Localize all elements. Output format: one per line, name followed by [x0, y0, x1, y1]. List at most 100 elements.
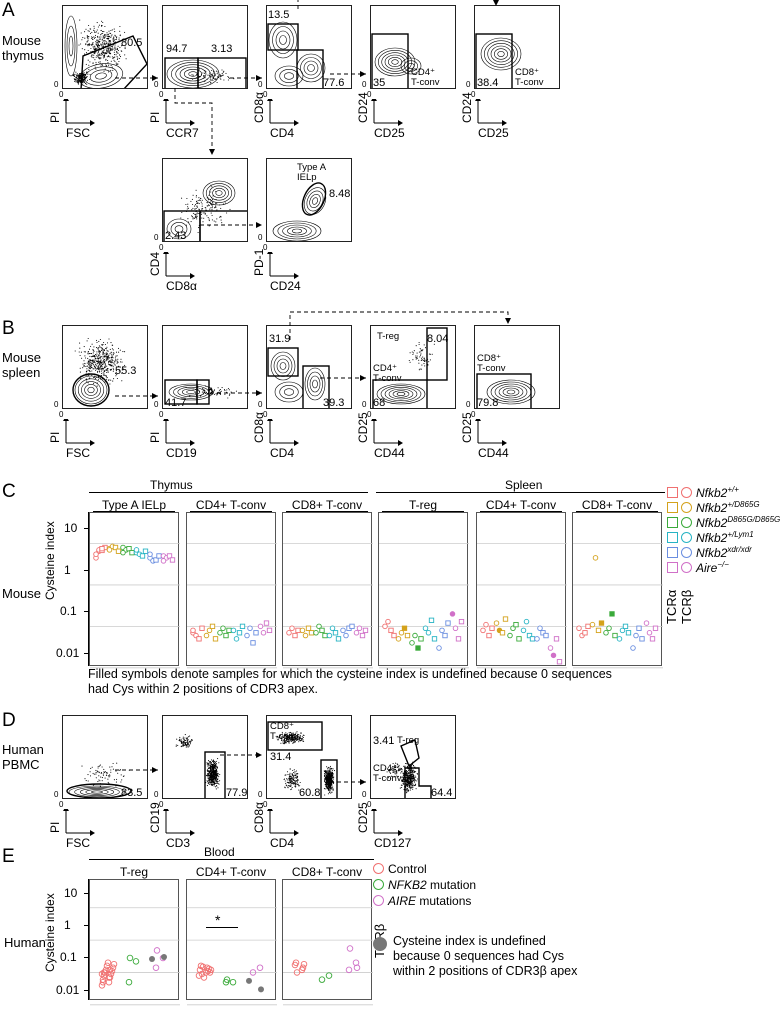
d-p4-label-2-line-2: T-conv: [373, 773, 402, 784]
d-plot-4-x-zero: 0: [367, 800, 372, 809]
c-ytick-0: 10: [64, 521, 78, 536]
c-legend-genotype-2: D865G/D865G: [727, 515, 781, 524]
tissue-spleen: Spleen: [505, 478, 543, 492]
c-point-0-3-1-0: [139, 553, 146, 559]
c-point-0-4-1-0: [153, 557, 159, 563]
a-plot-6-xlabel: CD8α: [166, 279, 197, 293]
c-point-1-2-1-1: [226, 627, 232, 634]
c-point-1-4-1-1: [253, 630, 259, 636]
a-plot-5-y-zero: 0: [466, 80, 471, 89]
e-significance-bar: [206, 927, 238, 928]
c-legend-gene-5: Aire: [696, 561, 718, 575]
c-point-3-5-0-1: [452, 625, 459, 632]
e-point-0-0-5: [107, 970, 115, 978]
c-point-3-4-0-0: [436, 645, 442, 651]
e-point-1-0-6: [198, 970, 206, 978]
d-p1-gate-value: 83.5: [121, 787, 143, 799]
c-point-1-2-0-0: [217, 630, 223, 636]
d-plot-2: 77.9: [162, 715, 248, 799]
c-point-2-3-0-1: [329, 625, 336, 632]
c-point-5-0-1-1: [585, 623, 591, 630]
d-plot-2-axes: [162, 806, 222, 849]
c-note: Filled symbols denote samples for which …: [88, 667, 612, 697]
c-point-4-4-0-1: [537, 625, 543, 632]
group-line-1: Human: [2, 742, 44, 757]
e-point-0-0-16: [106, 966, 114, 974]
a-p4-label-line-1: CD4⁺: [411, 67, 436, 78]
d-p4-label-1: T-reg: [397, 735, 420, 746]
a-p6-gate-value: 2.43: [165, 230, 187, 242]
a-plot-6-axes: [162, 249, 222, 292]
a-plot-2-xlabel: CCR7: [166, 126, 199, 140]
b-plot-1-axes: [62, 416, 122, 459]
c-subset-underline-2: [286, 511, 368, 512]
c-legend-gene-4: Nfkb2: [696, 546, 728, 560]
e-legend-name-0: Control: [388, 862, 427, 876]
e-legend-item-2: AIRE mutations: [373, 894, 471, 908]
b-plot-2-x-zero: 0: [159, 410, 164, 419]
b-plot-5-svg: [476, 373, 536, 408]
b-plot-1-xlabel: FSC: [66, 446, 90, 460]
c-point-3-5-1-1: [458, 618, 465, 625]
spleen-bar: [376, 492, 665, 493]
e-point-0-0-13: [98, 970, 106, 978]
c-point-3-0-0-0: [382, 623, 388, 630]
e-legend-suffix-1: mutation: [426, 878, 477, 892]
c-point-4-3-1-1: [529, 636, 536, 642]
c-point-0-2-1-0: [126, 546, 132, 552]
a-plot-7-xlabel: CD24: [270, 279, 301, 293]
c-subset-underline-0: [93, 511, 175, 512]
a-p7-label-line-2: IELp: [297, 172, 317, 183]
arrow-d-1: [115, 767, 158, 773]
group-line-2: spleen: [2, 365, 41, 380]
c-yaxis-line: [88, 512, 89, 666]
d-plot-1-y-zero: 0: [54, 790, 59, 799]
e-point-0-1-0: [125, 978, 133, 986]
arrow-b-1: [115, 393, 158, 399]
c-point-5-2-0-1: [606, 625, 612, 632]
e-point-2-2-2: [346, 945, 354, 952]
c-point-1-0-1-1: [199, 625, 205, 631]
c-point-5-4-0-1: [633, 632, 639, 639]
c-point-2-5-1-1: [362, 627, 369, 634]
d-plot-2-x-zero: 0: [159, 800, 164, 809]
a-plot-6-x-zero: 0: [159, 243, 164, 252]
c-point-3-3-1-0: [428, 617, 435, 623]
c-point-4-5-1-1: [556, 659, 563, 665]
b-plot-1-ylabel: PI: [48, 431, 62, 443]
e-plot-2: [282, 879, 373, 1006]
a-plot-2-svg: [164, 57, 247, 88]
d-plot-3-y-zero: 0: [258, 790, 263, 799]
b-p5-label: CD8⁺T-conv: [477, 354, 506, 374]
a-plot-2-x-zero: 0: [159, 90, 164, 99]
c-point-2-5-0-1: [356, 625, 363, 632]
c-point-5-5-1-0: [649, 636, 656, 642]
b-plot-5-x-zero: 0: [471, 410, 476, 419]
c-point-4-4-1-0: [540, 630, 546, 636]
b-p5-label-line-2: T-conv: [477, 363, 506, 374]
d-plot-4-axes: [370, 806, 430, 849]
c-legend-genotype-4: xdr/xdr: [727, 545, 752, 554]
e-legend-circle-1: [373, 879, 384, 890]
b-plot-3-x-zero: 0: [263, 410, 268, 419]
b-p4-label-2-line-2: T-conv: [373, 373, 402, 384]
b-plot-2: 41.7: [162, 325, 248, 409]
c-point-4-1-1-0: [499, 630, 506, 636]
a-p4-label-line-2: T-conv: [411, 77, 440, 88]
c-point-5-3-1-1: [625, 630, 632, 636]
arrow-b-3: [320, 375, 366, 381]
e-point-1-1-1: [229, 978, 237, 986]
a-p7-label-line-1: Type A: [297, 162, 327, 173]
c-point-5-2-1-1: [612, 632, 618, 639]
e-point-1-1-2: [223, 976, 231, 983]
b-p5-gate-value: 79.8: [477, 397, 499, 409]
e-subset-header-1: CD4+ T-conv: [195, 865, 267, 879]
d-plot-4-svg: [384, 739, 432, 798]
tissue-blood: Blood: [204, 845, 235, 859]
b-plot-5-axes: [474, 416, 534, 459]
b-plot-3-axes: [266, 416, 326, 459]
d-plot-1: 83.5: [62, 715, 148, 799]
